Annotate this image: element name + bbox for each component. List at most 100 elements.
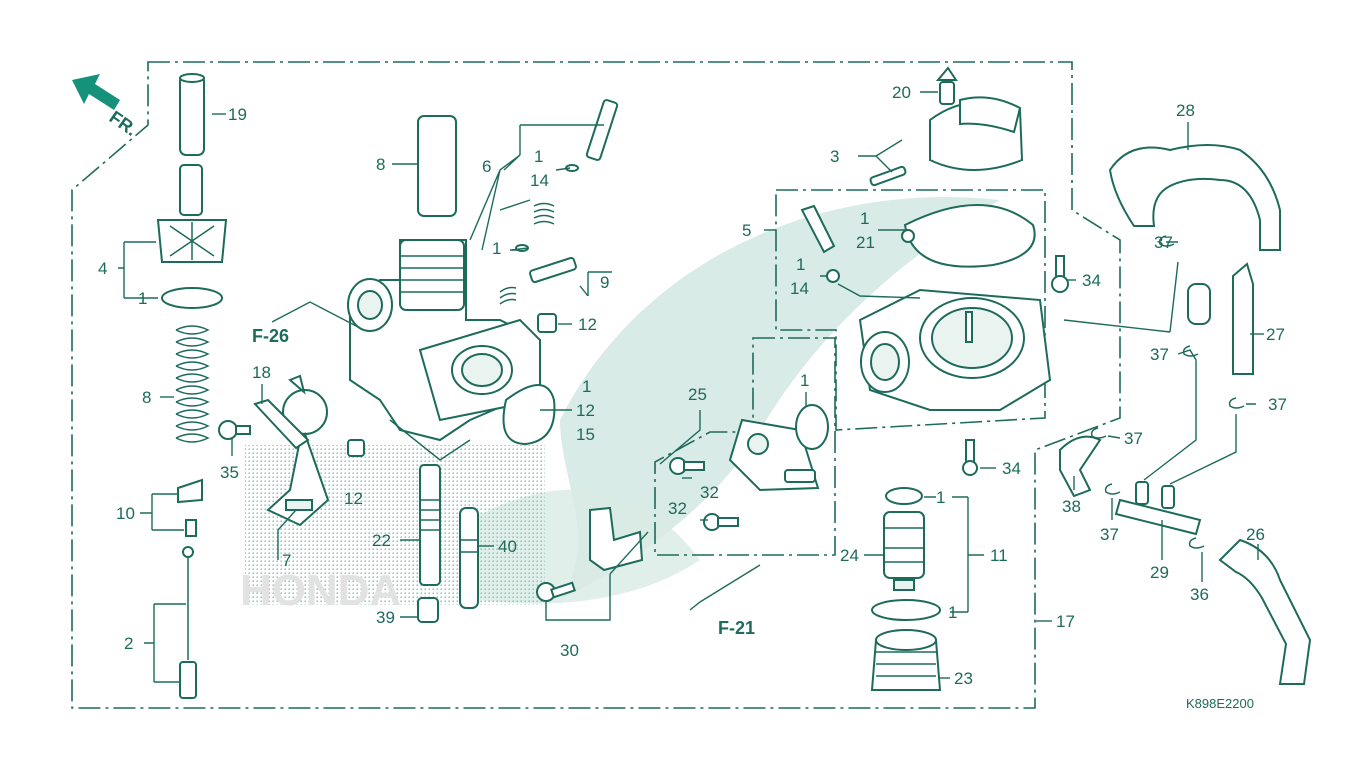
callout-screw-1: 1 xyxy=(796,255,805,274)
throttle-valve xyxy=(156,164,228,263)
callout-35: 35 xyxy=(220,463,239,482)
callout-gasket-1: 1 xyxy=(582,377,591,396)
o-ring-1c xyxy=(885,487,923,505)
plate-12 xyxy=(537,313,557,333)
callout-17: 17 xyxy=(1056,612,1075,631)
carburetor-body xyxy=(347,239,541,461)
callout-30: 30 xyxy=(560,641,579,660)
fuel-hose-28 xyxy=(1108,144,1281,251)
callout-37-b: 37 xyxy=(1150,345,1169,364)
leader-lines xyxy=(118,91,1264,683)
callout-37-d: 37 xyxy=(1124,429,1143,448)
direction-arrow-icon xyxy=(72,74,120,110)
callout-12-c: 12 xyxy=(576,401,595,420)
callout-34-b: 34 xyxy=(1002,459,1021,478)
callout-27: 27 xyxy=(1266,325,1285,344)
drawing-code: K898E2200 xyxy=(1186,696,1254,711)
hose-26 xyxy=(1218,538,1312,685)
valve-spring xyxy=(175,325,210,443)
callout-6-14: 14 xyxy=(530,171,549,190)
callout-15: 15 xyxy=(576,425,595,444)
callout-24: 24 xyxy=(840,546,859,565)
slow-jet-40 xyxy=(459,507,479,609)
callout-37-c: 37 xyxy=(1268,395,1287,414)
callout-8-cover: 8 xyxy=(376,155,385,174)
callout-19: 19 xyxy=(228,105,247,124)
link-arm xyxy=(266,374,330,527)
main-jet-22 xyxy=(419,464,441,586)
top-cap-3 xyxy=(869,96,1024,187)
cap-cover-8 xyxy=(417,115,457,217)
callout-10: 10 xyxy=(116,504,135,523)
callout-37-e: 37 xyxy=(1100,525,1119,544)
callout-strainer-1a: 1 xyxy=(936,488,945,507)
plate-12-lower xyxy=(347,439,365,457)
callout-5: 5 xyxy=(742,221,751,240)
ref-f21: F-21 xyxy=(718,618,755,638)
breather-20 xyxy=(935,66,958,105)
callout-2: 2 xyxy=(124,634,133,653)
float-bowl-23 xyxy=(870,629,942,691)
kit-outline xyxy=(71,61,1121,709)
screw-35 xyxy=(218,420,251,440)
callout-screw-14: 14 xyxy=(790,279,809,298)
callout-top-1: 1 xyxy=(860,209,869,228)
o-ring-1b xyxy=(795,404,829,450)
callout-37-a: 37 xyxy=(1154,233,1173,252)
needle-jet-holder-25 xyxy=(728,418,820,492)
callout-12-b: 12 xyxy=(578,315,597,334)
o-ring-1 xyxy=(161,287,223,309)
callout-29: 29 xyxy=(1150,563,1169,582)
hose-38 xyxy=(1059,435,1102,498)
callout-4-1: 1 xyxy=(138,289,147,308)
ref-f26: F-26 xyxy=(252,326,289,346)
throttle-body-outline xyxy=(775,189,1046,431)
callout-21: 21 xyxy=(856,233,875,252)
callout-18: 18 xyxy=(252,363,271,382)
callout-6-1b: 1 xyxy=(492,239,501,258)
callout-20: 20 xyxy=(892,83,911,102)
callout-6-1: 1 xyxy=(534,147,543,166)
jet-needle xyxy=(179,546,197,699)
callout-39: 39 xyxy=(376,608,395,627)
callout-3: 3 xyxy=(830,147,839,166)
callout-23: 23 xyxy=(954,669,973,688)
o-ring-1d xyxy=(871,599,941,621)
callout-28: 28 xyxy=(1176,101,1195,120)
callout-6: 6 xyxy=(482,157,491,176)
throttle-stop-screw xyxy=(499,256,577,305)
screw-34b xyxy=(962,439,978,476)
float-chamber-body xyxy=(858,288,1052,411)
callout-11: 11 xyxy=(990,546,1008,565)
needle-clip xyxy=(177,478,203,537)
hose-28-end xyxy=(1187,283,1211,325)
callout-40: 40 xyxy=(498,537,517,556)
jet-39 xyxy=(417,597,439,623)
gasket-15 xyxy=(502,384,556,446)
callout-strainer-1b: 1 xyxy=(948,603,957,622)
tube-27 xyxy=(1232,262,1254,375)
callout-7: 7 xyxy=(282,551,291,570)
callout-12-a: 12 xyxy=(344,489,363,508)
fuel-joint-29 xyxy=(1114,481,1202,536)
throttle-valve-cap xyxy=(179,73,205,156)
watermark-text: HONDA xyxy=(240,566,401,615)
callout-labels: 19 4 1 8 10 2 35 18 12 7 8 6 1 14 1 9 12… xyxy=(98,83,1287,688)
screw-34a xyxy=(1051,255,1069,293)
callout-32-a: 32 xyxy=(668,499,687,518)
callout-36: 36 xyxy=(1190,585,1209,604)
watermark-logo: HONDA xyxy=(240,196,1000,615)
callout-38: 38 xyxy=(1062,497,1081,516)
callout-34-a: 34 xyxy=(1082,271,1101,290)
strainer-24 xyxy=(883,511,925,591)
callout-oring-1: 1 xyxy=(800,371,809,390)
callout-25: 25 xyxy=(688,385,707,404)
callout-4: 4 xyxy=(98,259,107,278)
callout-26: 26 xyxy=(1246,525,1265,544)
callout-9: 9 xyxy=(600,273,609,292)
screw-32b xyxy=(703,513,739,531)
plate-18 xyxy=(253,398,310,450)
callout-22: 22 xyxy=(372,531,391,550)
callout-8-spring: 8 xyxy=(142,388,151,407)
